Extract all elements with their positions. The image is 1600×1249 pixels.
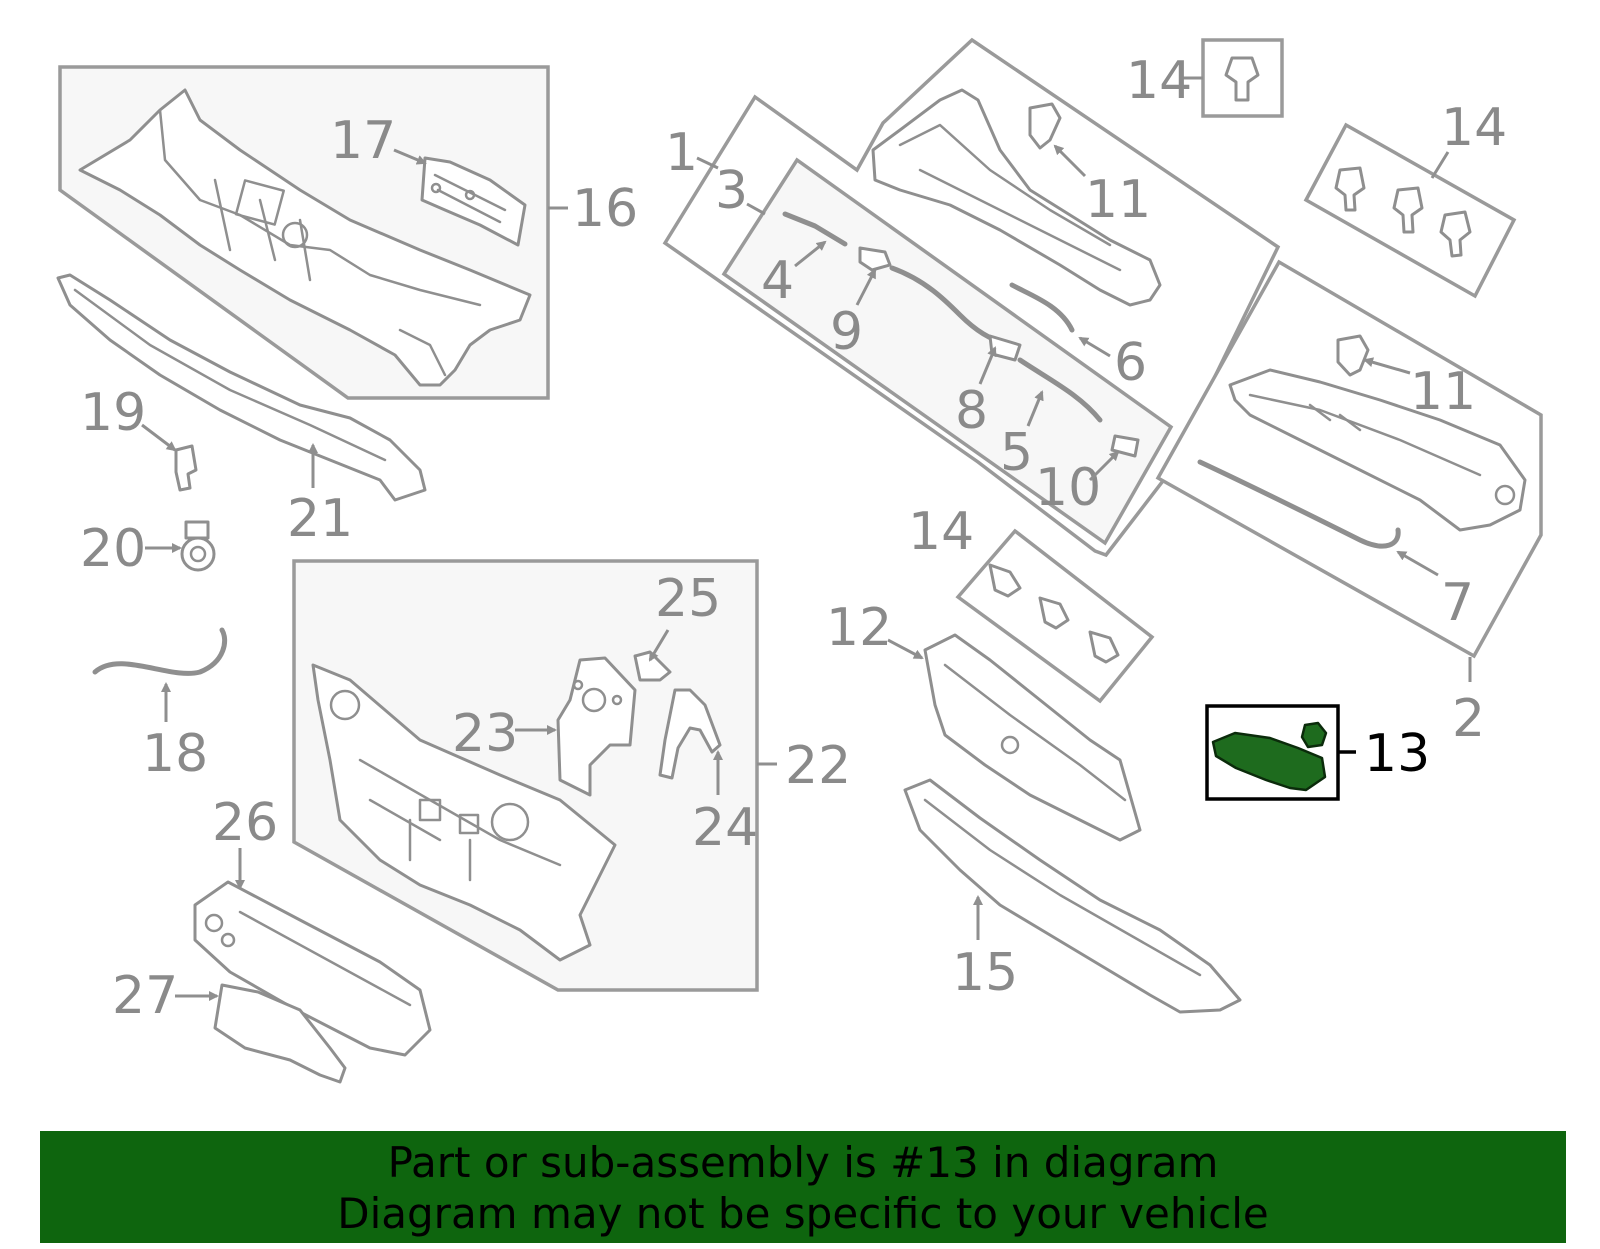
part-11-grommet: [1028, 102, 1062, 150]
leader-4: [794, 240, 827, 268]
part-11-cowl-top: [871, 88, 1162, 307]
part-22-dash-panel: [311, 663, 617, 962]
callout-13[interactable]: 13: [1364, 724, 1430, 784]
callout-4: 4: [761, 251, 794, 311]
info-banner: Part or sub-assembly is #13 in diagram D…: [40, 1131, 1566, 1243]
leader-17: [393, 148, 427, 165]
callout-17: 17: [330, 111, 396, 171]
leader-19: [141, 423, 177, 452]
part-16-dash-upper-panel: [78, 88, 532, 387]
group-22: 23 24 25 22: [292, 559, 851, 992]
callout-7: 7: [1441, 573, 1474, 633]
callout-11-top: 11: [1085, 170, 1151, 230]
callout-14-right: 14: [1441, 98, 1507, 158]
leader-5: [1026, 390, 1044, 427]
leader-11-top: [1053, 144, 1087, 178]
part-7-hose: [1197, 459, 1401, 549]
callout-9: 9: [830, 302, 863, 362]
group-13-highlighted[interactable]: 13: [1205, 704, 1430, 801]
callout-19: 19: [80, 383, 146, 443]
group-14-middle: 14: [908, 502, 1155, 704]
part-11-grommet-lower: [1336, 334, 1370, 377]
group-14-right: 14: [1303, 98, 1517, 299]
part-24-bracket: [658, 688, 722, 780]
banner-line-2: Diagram may not be specific to your vehi…: [337, 1189, 1269, 1238]
callout-27: 27: [112, 966, 178, 1026]
leader-10: [1088, 450, 1120, 482]
callout-1: 1: [665, 123, 698, 183]
callout-2: 2: [1452, 689, 1485, 749]
callout-11-lower: 11: [1410, 362, 1476, 422]
callout-18: 18: [142, 724, 208, 784]
part-18-hose: [92, 627, 228, 676]
leader-3: [746, 202, 766, 216]
callout-3: 3: [715, 161, 748, 221]
banner-line-1: Part or sub-assembly is #13 in diagram: [387, 1138, 1219, 1187]
callout-15: 15: [952, 943, 1018, 1003]
part-21-rail: [56, 273, 427, 502]
group-2: 11 7 2: [1155, 259, 1543, 749]
callout-25: 25: [655, 569, 721, 629]
callout-22: 22: [785, 736, 851, 796]
leader-6: [1078, 336, 1111, 358]
callout-23: 23: [452, 704, 518, 764]
callout-8: 8: [955, 381, 988, 441]
group-1: 11 6 1 3 4 9 8 5 10: [662, 37, 1281, 558]
leader-7: [1396, 550, 1439, 577]
part-12-seal: [923, 633, 1142, 842]
callout-6: 6: [1114, 333, 1147, 393]
leader-11-lower: [1363, 357, 1411, 375]
leader-1: [696, 156, 719, 170]
callout-24: 24: [692, 798, 758, 858]
leader-8: [978, 346, 997, 385]
part-25-clip: [633, 650, 672, 682]
callout-5: 5: [1000, 423, 1033, 483]
callout-26: 26: [212, 793, 278, 853]
callout-10: 10: [1035, 458, 1101, 518]
part-23-bracket: [556, 656, 637, 797]
callout-21: 21: [287, 489, 353, 549]
part-4-9-linkage: [782, 211, 1140, 458]
part-17-bracket: [420, 156, 527, 247]
part-26-crossmember: [193, 880, 432, 1057]
leader-12: [887, 638, 924, 660]
leader-14-right: [1430, 151, 1450, 179]
leader-25: [648, 629, 670, 662]
part-6-rod: [1009, 282, 1075, 333]
part-15-panel: [903, 778, 1242, 1014]
callout-12: 12: [826, 598, 892, 658]
group-14-top: 14: [1126, 38, 1284, 118]
callout-16: 16: [572, 179, 638, 239]
part-13-cowl-vent[interactable]: [1211, 721, 1328, 792]
callout-14-middle: 14: [908, 502, 974, 562]
group-3-box: [721, 157, 1174, 546]
part-19-clip: [174, 444, 198, 492]
part-27-insulator: [213, 983, 347, 1084]
part-20-grommet: [180, 520, 216, 572]
callout-14-top: 14: [1126, 51, 1192, 111]
part-2-cowl-panel: [1228, 368, 1527, 532]
group-16: 17 16: [58, 65, 638, 400]
leader-9: [855, 268, 877, 306]
callout-20: 20: [80, 519, 146, 579]
